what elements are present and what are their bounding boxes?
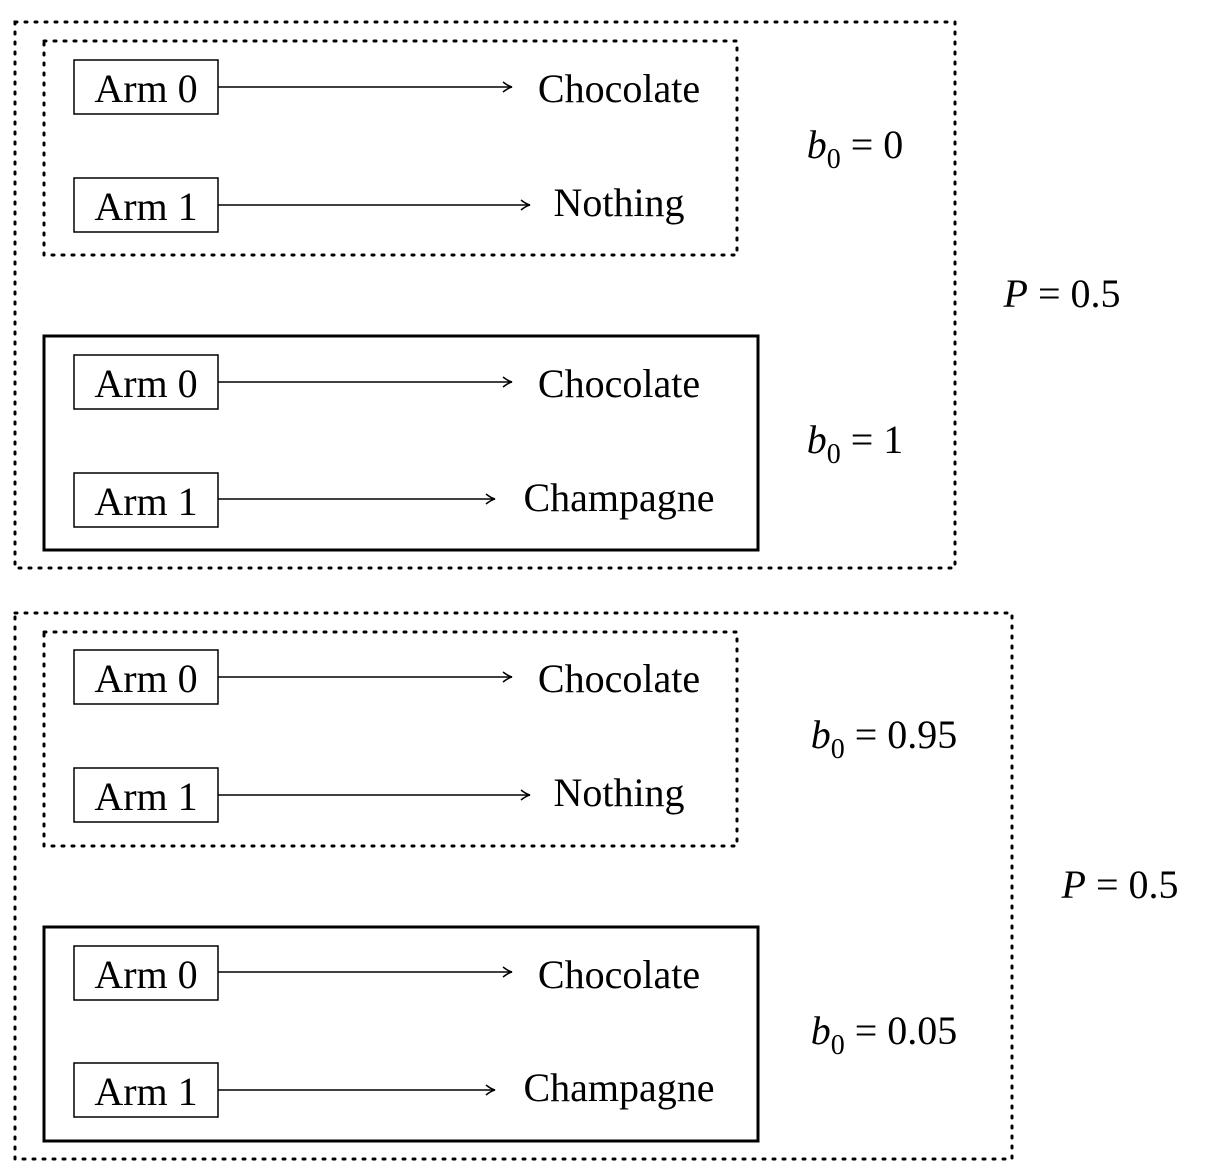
world-frame [42, 630, 739, 848]
world-frame [42, 334, 760, 552]
scenario-outer-box [13, 20, 957, 570]
scenario-group: Arm 0 Chocolate Arm 1 Nothing b0 = 0 Arm… [13, 20, 1121, 570]
outcome-label: Champagne [523, 475, 714, 520]
outcome-label: Nothing [553, 180, 684, 225]
outcome-label: Chocolate [538, 66, 700, 111]
arm-label: Arm 0 [94, 656, 197, 701]
outcome-label: Chocolate [538, 361, 700, 406]
belief-label: b0 = 0 [807, 122, 904, 175]
world-box-dotted: Arm 0 Chocolate Arm 1 Nothing [42, 39, 739, 257]
arm-box [73, 472, 219, 528]
probability-label: P = 0.5 [1003, 271, 1121, 316]
outcome-label: Nothing [553, 770, 684, 815]
world-box-solid: Arm 0 Chocolate Arm 1 Champagne [42, 925, 760, 1143]
outcome-label: Chocolate [538, 656, 700, 701]
arm-label: Arm 1 [94, 479, 197, 524]
scenario-outer-box [13, 611, 1014, 1161]
world-frame [42, 925, 760, 1143]
belief-label: b0 = 0.05 [811, 1008, 958, 1061]
outcome-label: Chocolate [538, 952, 700, 997]
world-frame [42, 39, 739, 257]
arm-label: Arm 1 [94, 1069, 197, 1114]
arm-label: Arm 1 [94, 184, 197, 229]
world-box-dotted: Arm 0 Chocolate Arm 1 Nothing [42, 630, 739, 848]
arm-label: Arm 0 [94, 952, 197, 997]
probability-label: P = 0.5 [1061, 862, 1179, 907]
outcome-label: Champagne [523, 1065, 714, 1110]
arm-box [73, 945, 219, 1001]
belief-label: b0 = 0.95 [811, 712, 958, 765]
arm-label: Arm 0 [94, 361, 197, 406]
arm-label: Arm 0 [94, 66, 197, 111]
arm-label: Arm 1 [94, 774, 197, 819]
scenario-group: Arm 0 Chocolate Arm 1 Nothing b0 = 0.95 … [13, 611, 1179, 1161]
belief-label: b0 = 1 [807, 417, 904, 470]
world-box-solid: Arm 0 Chocolate Arm 1 Champagne [42, 334, 760, 552]
